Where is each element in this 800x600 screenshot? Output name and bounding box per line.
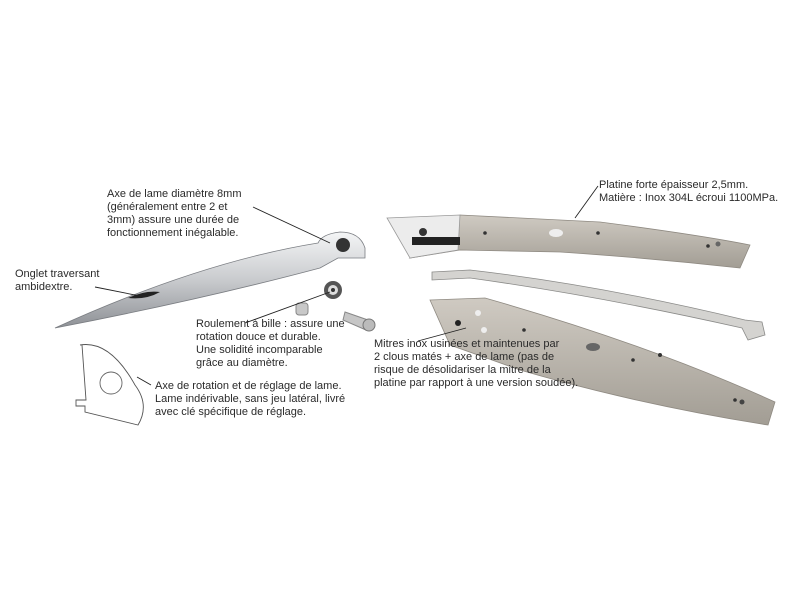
annotation-line: Platine forte épaisseur 2,5mm. xyxy=(599,179,749,191)
annotation-line: ambidextre. xyxy=(15,281,73,293)
annotation-line: Matière : Inox 304L écroui 1100MPa. xyxy=(599,192,779,204)
leader-lines xyxy=(94,185,599,386)
annotation-line: 2 clous matés + axe de lame (pas de xyxy=(374,351,555,363)
ball-bearing xyxy=(324,281,342,299)
annotation-line: platine par rapport à une version soudée… xyxy=(374,377,579,389)
annotation-line: Une solidité incomparable xyxy=(196,344,323,356)
bolsters-annotation: Mitres inox usinées et maintenues par 2 … xyxy=(374,338,578,390)
liner-annotation: Platine forte épaisseur 2,5mm. Matière :… xyxy=(599,179,778,205)
blade xyxy=(54,231,366,329)
annotation-line: grâce au diamètre. xyxy=(196,357,288,369)
annotation-line: 3mm) assure une durée de xyxy=(107,214,240,226)
annotation-line: Axe de rotation et de réglage de lame. xyxy=(155,380,342,392)
annotation-line: risque de désolidariser la mitre de la xyxy=(374,364,551,376)
annotation-line: (généralement entre 2 et xyxy=(107,201,228,213)
top-liner xyxy=(386,214,751,269)
thumb-hole-annotation: Onglet traversant ambidextre. xyxy=(15,268,99,294)
back-spring xyxy=(431,269,766,341)
annotation-line: fonctionnement inégalable. xyxy=(107,227,239,239)
annotation-line: Roulement à bille : assure une xyxy=(196,318,345,330)
pin-screw xyxy=(295,302,376,332)
annotation-line: rotation douce et durable. xyxy=(196,331,321,343)
key-hole xyxy=(99,371,123,395)
annotation-line: Mitres inox usinées et maintenues par xyxy=(374,338,560,350)
thumb-hole xyxy=(128,291,160,299)
blade-axis-annotation: Axe de lame diamètre 8mm (généralement e… xyxy=(107,188,242,240)
adjustment-key xyxy=(75,344,144,426)
bottom-liner xyxy=(429,297,776,426)
ball-bearing-annotation: Roulement à bille : assure une rotation … xyxy=(196,318,345,370)
annotation-line: avec clé spécifique de réglage. xyxy=(155,406,307,418)
annotation-line: Onglet traversant xyxy=(15,268,100,280)
annotation-line: Axe de lame diamètre 8mm xyxy=(107,188,242,200)
pivot-hole xyxy=(336,238,350,252)
rotation-axis-annotation: Axe de rotation et de réglage de lame. L… xyxy=(155,380,345,419)
annotation-line: Lame indérivable, sans jeu latéral, livr… xyxy=(155,393,346,405)
